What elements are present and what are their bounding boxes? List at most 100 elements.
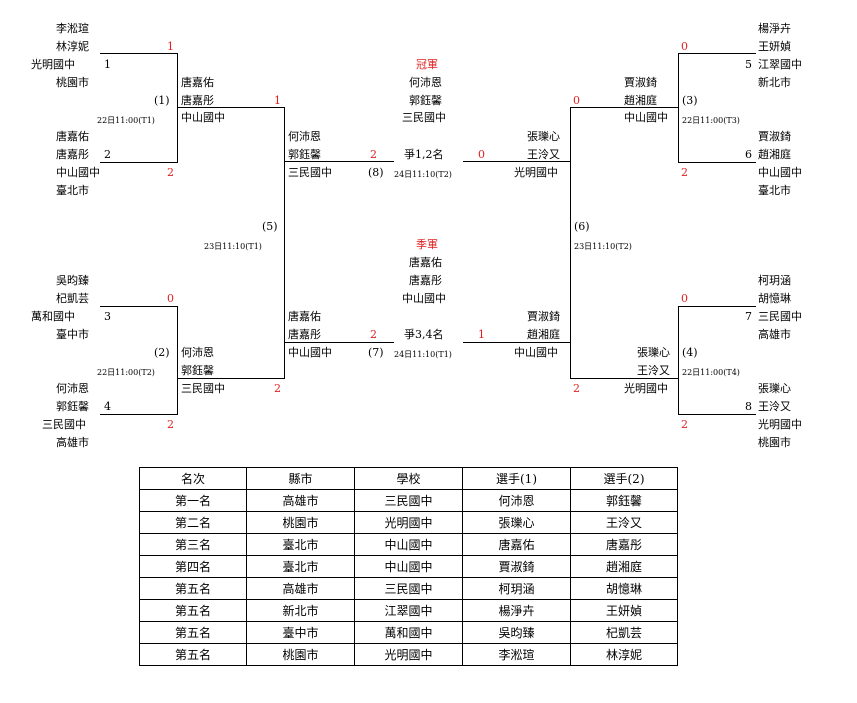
bracket-line: [177, 53, 178, 163]
bracket-line: [284, 107, 285, 379]
seed-number: 8: [745, 400, 752, 413]
table-row: 第五名桃園市光明國中李淞瑄林淳妮: [139, 643, 678, 666]
table-row: 第二名桃園市光明國中張瓅心王泠又: [139, 511, 678, 534]
table-header-cell: 選手(2): [570, 467, 678, 490]
table-cell: 三民國中: [354, 489, 463, 512]
bracket-line: [100, 414, 178, 415]
table-cell: 第五名: [139, 621, 247, 644]
table-cell: 何沛恩: [462, 489, 571, 512]
bracket-line: [100, 162, 178, 163]
table-cell: 光明國中: [354, 511, 463, 534]
table-row: 第四名臺北市中山國中賈淑錡趙湘庭: [139, 555, 678, 578]
results-table: 名次縣市學校選手(1)選手(2)第一名高雄市三民國中何沛恩郭鈺馨第二名桃園市光明…: [139, 467, 678, 666]
table-cell: 柯玥涵: [462, 577, 571, 600]
table-cell: 臺北市: [246, 555, 355, 578]
table-header-cell: 選手(1): [462, 467, 571, 490]
match-number: (5): [262, 220, 278, 233]
bracket-line: [100, 53, 178, 54]
table-cell: 唐嘉彤: [570, 533, 678, 556]
table-cell: 中山國中: [354, 555, 463, 578]
table-cell: 臺中市: [246, 621, 355, 644]
bracket-line: [284, 342, 394, 343]
table-header-row: 名次縣市學校選手(1)選手(2): [139, 467, 678, 490]
table-cell: 新北市: [246, 599, 355, 622]
score: 0: [681, 40, 688, 53]
match-number: (8): [368, 166, 384, 179]
table-cell: 第三名: [139, 533, 247, 556]
champion-title: 冠軍: [416, 58, 438, 71]
bracket-line: [177, 378, 285, 379]
score: 2: [681, 166, 688, 179]
table-row: 第五名臺中市萬和國中吳昀臻杞凱芸: [139, 621, 678, 644]
table-row: 第五名新北市江翠國中楊淨卉王妍媜: [139, 599, 678, 622]
table-cell: 第五名: [139, 643, 247, 666]
table-cell: 三民國中: [354, 577, 463, 600]
seed-number: 4: [104, 400, 111, 413]
match-time: 23日11:10(T1): [204, 242, 262, 251]
score: 1: [478, 328, 485, 341]
table-cell: 桃園市: [246, 643, 355, 666]
score: 0: [478, 148, 485, 161]
table-cell: 楊淨卉: [462, 599, 571, 622]
table-cell: 高雄市: [246, 489, 355, 512]
bracket-line: [678, 306, 679, 415]
match-number: (1): [154, 94, 170, 107]
score: 1: [274, 94, 281, 107]
bracket-line: [100, 306, 178, 307]
score: 2: [681, 418, 688, 431]
bracket-line: [463, 161, 571, 162]
match-time: 22日11:00(T3): [682, 116, 740, 125]
table-cell: 賈淑錡: [462, 555, 571, 578]
match-number: (7): [368, 346, 384, 359]
table-cell: 萬和國中: [354, 621, 463, 644]
table-header-cell: 名次: [139, 467, 247, 490]
score: 0: [167, 292, 174, 305]
score: 2: [167, 418, 174, 431]
table-cell: 中山國中: [354, 533, 463, 556]
table-cell: 林淳妮: [570, 643, 678, 666]
table-cell: 桃園市: [246, 511, 355, 534]
bracket-line: [678, 306, 756, 307]
match-time: 22日11:00(T1): [97, 116, 155, 125]
table-cell: 第五名: [139, 599, 247, 622]
table-cell: 張瓅心: [462, 511, 571, 534]
seed-number: 6: [745, 148, 752, 161]
seed-number: 2: [104, 148, 111, 161]
table-cell: 胡憶琳: [570, 577, 678, 600]
match-time: 24日11:10(T1): [394, 350, 452, 359]
match-time: 23日11:10(T2): [574, 242, 632, 251]
table-cell: 李淞瑄: [462, 643, 571, 666]
score: 0: [681, 292, 688, 305]
bracket-line: [177, 306, 178, 415]
score: 2: [370, 148, 377, 161]
table-cell: 郭鈺馨: [570, 489, 678, 512]
seed-number: 1: [104, 58, 111, 71]
score: 2: [167, 166, 174, 179]
match-time: 22日11:00(T4): [682, 368, 740, 377]
table-header-cell: 學校: [354, 467, 463, 490]
table-header-cell: 縣市: [246, 467, 355, 490]
bracket-line: [678, 162, 756, 163]
score: 0: [573, 94, 580, 107]
table-cell: 第五名: [139, 577, 247, 600]
bracket-line: [570, 107, 571, 379]
bracket-line: [284, 161, 394, 162]
match-number: (6): [574, 220, 590, 233]
match-number: (4): [682, 346, 698, 359]
bracket-line: [570, 107, 679, 108]
table-cell: 吳昀臻: [462, 621, 571, 644]
table-cell: 趙湘庭: [570, 555, 678, 578]
score: 2: [274, 382, 281, 395]
seed-number: 5: [745, 58, 752, 71]
third-title: 季軍: [416, 238, 438, 251]
bracket-line: [177, 107, 285, 108]
match-time: 24日11:10(T2): [394, 170, 452, 179]
table-cell: 第四名: [139, 555, 247, 578]
bracket-line: [678, 53, 756, 54]
seed-number: 7: [745, 310, 752, 323]
seed-number: 3: [104, 310, 111, 323]
bracket-line: [678, 53, 679, 163]
table-row: 第三名臺北市中山國中唐嘉佑唐嘉彤: [139, 533, 678, 556]
score: 2: [573, 382, 580, 395]
score: 2: [370, 328, 377, 341]
